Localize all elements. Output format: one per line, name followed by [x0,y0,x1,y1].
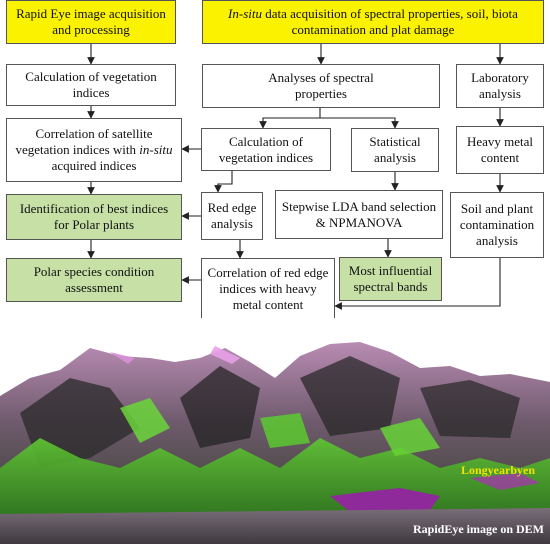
longyearbyen-label: Longyearbyen [461,463,536,477]
soil-plant-contamination-label: Soil and plant contamination analysis [459,201,535,248]
red-edge-analysis-label: Red edge analysis [207,200,257,231]
analyses-spectral-box: Analyses of spectral properties [202,64,440,108]
heavy-metal-content-label: Heavy metal content [466,134,534,165]
arrow-soil-to-corredge [334,258,501,310]
insitu-acquisition-box: In-situ data acquisition of spectral pro… [202,0,544,44]
rapideye-acquisition-box: Rapid Eye image acquisition and processi… [6,0,176,44]
insitu-emphasis: In-situ [228,6,262,21]
corr-emphasis: in-situ [139,142,173,157]
polar-species-assessment-box: Polar species condition assessment [6,258,182,302]
flow-arrows [87,44,504,310]
rapideye-acquisition-label: Rapid Eye image acquisition and processi… [16,6,166,37]
lab-analysis-label: Laboratory analysis [471,70,529,101]
calc-veg-indices-left-label: Calculation of vegetation indices [25,69,157,100]
best-indices-box: Identification of best indices for Polar… [6,194,182,240]
analyses-spectral-label: Analyses of spectral properties [268,70,374,101]
most-influential-bands-label: Most influential spectral bands [348,263,433,294]
most-influential-bands-box: Most influential spectral bands [339,257,442,301]
arrow-calcmid-to-rededge [214,171,233,193]
correlation-satellite-label: Correlation of satellite vegetation indi… [11,126,177,174]
stepwise-lda-box: Stepwise LDA band selection & NPMANOVA [275,190,443,239]
heavy-metal-content-box: Heavy metal content [456,126,544,174]
correlation-red-edge-box: Correlation of red edge indices with hea… [201,258,335,320]
calc-veg-indices-mid-box: Calculation of vegetation indices [201,128,331,171]
statistical-analysis-label: Statistical analysis [369,134,421,165]
insitu-rest-text: data acquisition of spectral properties,… [261,6,518,37]
statistical-analysis-box: Statistical analysis [351,128,439,172]
image-caption: RapidEye image on DEM [412,522,544,536]
rapideye-dem-image [0,318,550,544]
insitu-acquisition-label: In-situ data acquisition of spectral pro… [207,6,539,38]
best-indices-label: Identification of best indices for Polar… [19,201,169,232]
red-edge-analysis-box: Red edge analysis [201,192,263,240]
arrow-analyses-to-calc [259,108,321,129]
stepwise-lda-label: Stepwise LDA band selection & NPMANOVA [281,198,437,230]
lab-analysis-box: Laboratory analysis [456,64,544,108]
arrow-analyses-to-stat [320,117,399,129]
corr-suffix-text: acquired indices [51,158,137,173]
soil-plant-contamination-box: Soil and plant contamination analysis [450,192,544,258]
correlation-red-edge-label: Correlation of red edge indices with hea… [207,265,329,312]
polar-species-assessment-label: Polar species condition assessment [33,264,155,295]
calc-veg-indices-mid-label: Calculation of vegetation indices [218,133,314,165]
calc-veg-indices-left-box: Calculation of vegetation indices [6,64,176,106]
corr-prefix-text: Correlation of satellite vegetation indi… [15,126,153,157]
correlation-satellite-box: Correlation of satellite vegetation indi… [6,118,182,182]
